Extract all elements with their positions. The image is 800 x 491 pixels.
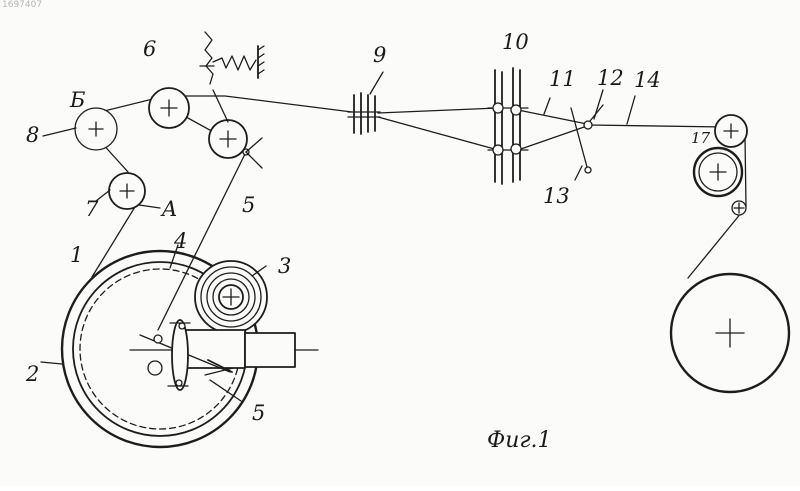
document-id: 1697407 <box>2 0 42 10</box>
label-9: 9 <box>373 43 386 67</box>
guide-pulley <box>732 201 746 215</box>
roller-3 <box>195 261 267 333</box>
lever-13 <box>571 108 591 173</box>
roller-tension <box>209 120 247 158</box>
tension-spring <box>200 32 264 122</box>
label-4: 4 <box>173 229 187 253</box>
label-17: 17 <box>691 129 711 147</box>
figure-caption: Фиг.1 <box>487 428 552 453</box>
lattice-10 <box>488 68 528 184</box>
label-12: 12 <box>597 66 624 90</box>
leader-lines <box>41 72 635 401</box>
guide-9 <box>348 93 380 134</box>
label-13: 13 <box>543 184 570 208</box>
label-6: 6 <box>143 37 156 61</box>
thread-main-upper <box>92 96 352 114</box>
label-5-top: 5 <box>242 193 255 217</box>
thread-9-10-upper <box>378 108 498 113</box>
roller-6 <box>149 88 189 128</box>
thread-10-12-upper <box>518 110 587 124</box>
label-3: 3 <box>278 254 291 278</box>
thread-9-10-lower <box>378 117 498 150</box>
roller-17-bottom <box>694 148 742 196</box>
thread-path <box>92 96 746 330</box>
label-11: 11 <box>549 67 576 91</box>
thread-a-to-spool <box>92 202 138 277</box>
label-1: 1 <box>70 243 83 267</box>
label-14: 14 <box>634 68 661 92</box>
label-2: 2 <box>25 362 39 386</box>
label-7: 7 <box>85 197 99 221</box>
label-5-bottom: 5 <box>252 401 265 425</box>
label-8: 8 <box>26 123 39 147</box>
roller-17-top <box>715 115 747 147</box>
label-10: 10 <box>502 30 529 54</box>
label-b: Б <box>69 88 85 112</box>
label-a: A <box>160 197 177 221</box>
roller-7 <box>109 173 145 209</box>
takeup-spool <box>671 274 789 392</box>
thread-12-17 <box>590 125 725 127</box>
roller-b <box>75 108 117 150</box>
